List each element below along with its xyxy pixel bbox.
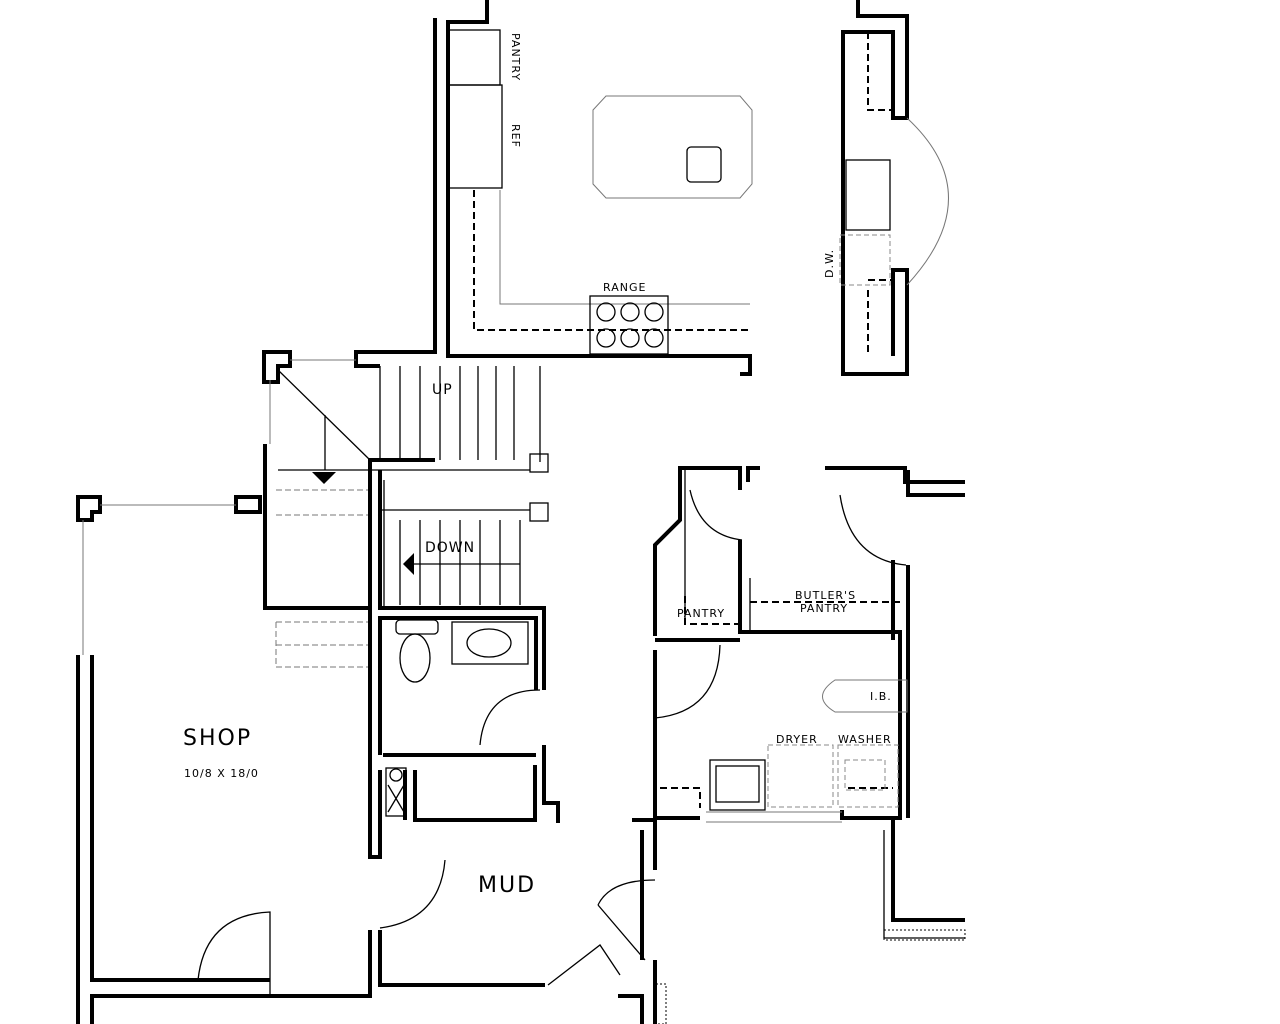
kitchen-cabinets [447,29,949,356]
island-sink [686,146,722,183]
label-ref: REF [509,124,522,148]
bay-window [906,117,949,286]
label-pantry: PANTRY [677,607,726,620]
laundry-fixtures [655,470,966,1024]
stairs [275,366,549,668]
dishwasher [839,234,891,286]
label-washer: WASHER [838,733,892,746]
kitchen-walls [354,0,909,376]
label-up: UP [432,382,453,398]
doors [82,359,907,996]
label-ib: I.B. [870,690,892,703]
label-shop: SHOP [183,726,253,751]
bathroom-fixtures [385,619,529,817]
label-dryer: DRYER [776,733,818,746]
label-range: RANGE [603,281,647,294]
kitchen-island [592,95,753,199]
label-down: DOWN [425,540,476,556]
label-dw: D.W. [823,248,836,278]
kitchen-sink [845,159,891,231]
label-butlers-pantry-2: PANTRY [800,602,849,615]
walls [76,350,965,1024]
label-pantry-kitchen: PANTRY [509,33,522,82]
label-shop-dimensions: 10/8 X 18/0 [184,767,259,780]
label-mud: MUD [478,873,537,898]
label-butlers-pantry-1: BUTLER'S [795,589,857,602]
range [589,295,669,355]
